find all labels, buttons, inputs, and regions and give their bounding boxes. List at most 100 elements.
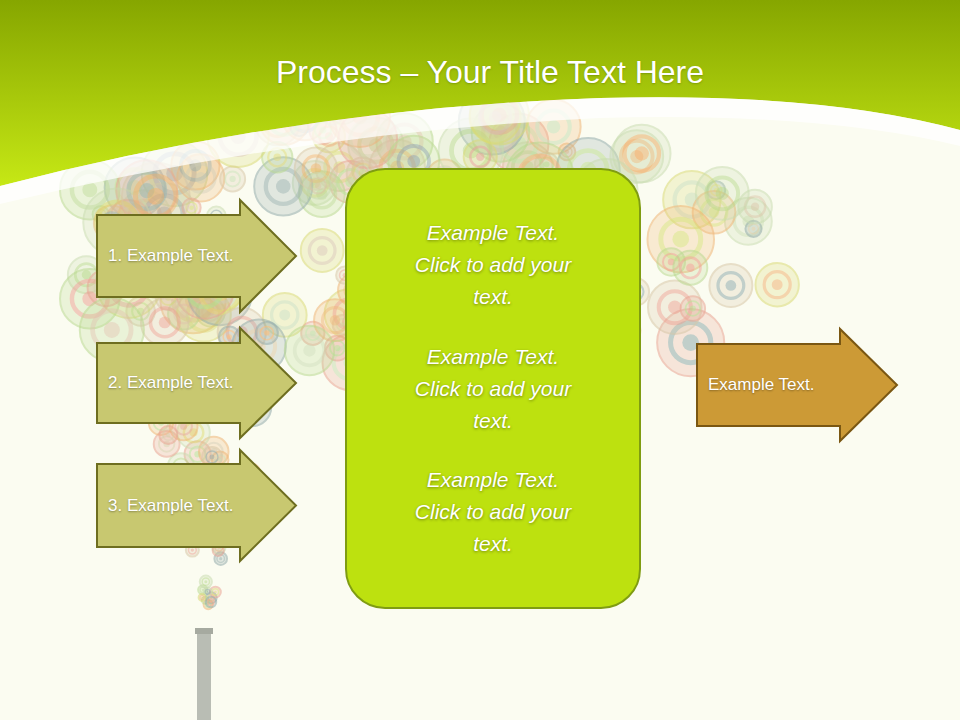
ring-outer [709,264,752,307]
arrow-box: 2. Example Text. [96,327,297,439]
ring-outer [696,167,749,220]
arrow-outline [97,328,296,438]
chimney-stack [197,632,211,720]
ring-cluster [141,299,189,347]
panel-text: Example Text. Click to add your text. [408,464,578,560]
chimney [195,628,213,720]
arrow-outline [697,329,897,441]
ring-center [189,205,194,210]
ring-inner [206,451,218,463]
ring-inner [202,578,209,585]
ring-inner [208,599,214,605]
ring-center [166,433,170,437]
ring-center [229,176,235,182]
ring-inner [215,547,222,554]
ring-outer [673,251,707,285]
ring-center [635,146,649,160]
ring-center [227,334,232,339]
ring-outer [755,263,798,306]
ring-center [317,245,328,256]
ring-center [104,322,120,338]
process-box: Example Text. Click to add your text. Exa… [345,168,641,609]
ring-inner [309,238,335,264]
ring-center [672,231,689,248]
ring-center [210,601,213,604]
ring-inner [685,301,700,316]
ring-center [407,155,420,168]
ring-center [547,120,561,134]
ring-inner [212,589,218,595]
arrow-label-area: 2. Example Text. [96,343,280,423]
ring-inner [764,272,790,298]
ring-cluster [755,263,798,306]
ring-cluster [696,167,749,220]
ring-cluster [681,296,705,320]
arrow-box: Example Text. [696,328,898,442]
ring-outer [648,280,702,334]
ring-inner [225,171,240,186]
ring-outer [159,426,177,444]
arrow-label: Example Text. [708,374,814,396]
ring-center [751,227,755,231]
ring-cluster [301,229,344,272]
ring-outer [305,173,331,199]
ring-center [303,344,315,356]
ring-inner [310,178,325,193]
ring-outer [141,299,189,347]
ring-center [476,153,484,161]
ring-outer [681,296,705,320]
ring-center [690,305,696,311]
arrow-label: 3. Example Text. [108,495,233,517]
ring-inner [268,148,286,166]
ring-inner [706,178,738,210]
ring-inner [470,147,490,167]
arrow-label-area: Example Text. [696,344,880,426]
ring-center [330,315,340,325]
ring-center [217,549,220,552]
ring-outer [206,597,217,608]
ring-inner [150,308,179,337]
arrow-box: 3. Example Text. [96,449,297,562]
arrow-outline [97,450,296,561]
ring-center [147,188,164,205]
panel-text: Example Text. Click to add your text. [408,217,578,313]
arrow-label: 2. Example Text. [108,372,233,394]
ring-center [214,591,217,594]
ring-cluster [673,251,707,285]
ring-center [315,183,321,189]
ring-inner [200,595,204,599]
ring-cluster [256,322,278,344]
ring-outer [199,594,206,601]
ring-cluster [200,576,212,588]
ring-cluster [285,326,334,375]
ring-outer [200,576,212,588]
ring-center [159,316,171,328]
ring-outer [285,326,334,375]
ring-inner [163,430,174,441]
arrow-label-area: 1. Example Text. [96,215,280,297]
panel-text: Example Text. Click to add your text. [408,341,578,437]
ring-center [279,309,290,320]
ring-outer [220,166,245,191]
arrow-label: 1. Example Text. [108,245,233,267]
ring-inner [295,336,325,366]
ring-center [772,279,783,290]
ring-cluster [199,594,206,601]
arrow-box: 1. Example Text. [96,199,297,313]
ring-center [716,187,729,200]
ring-cluster [220,166,245,191]
ring-center [276,179,291,194]
ring-outer [256,322,278,344]
ring-inner [260,326,273,339]
ring-center [751,202,759,210]
ring-center [207,591,209,593]
arrow-outline [97,200,296,312]
ring-cluster [305,173,331,199]
ring-center [334,345,340,351]
ring-inner [205,589,210,594]
ring-center [668,301,681,314]
ring-inner [187,164,215,192]
ring-cluster [159,426,177,444]
ring-center [191,548,194,551]
chimney-cap [195,628,213,634]
